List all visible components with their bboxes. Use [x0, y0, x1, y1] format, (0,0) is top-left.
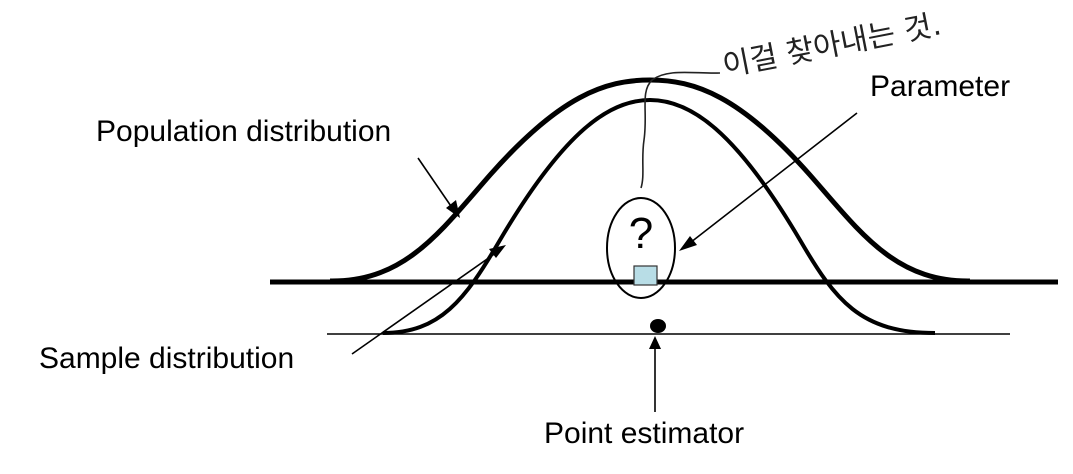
population-curve	[329, 77, 971, 284]
parameter-box	[633, 265, 658, 286]
point-estimator-dot	[650, 319, 666, 333]
unknown-parameter-mark: ?	[629, 209, 653, 258]
point-estimator-label: Point estimator	[544, 417, 745, 450]
sample-distribution-label: Sample distribution	[39, 342, 295, 375]
population-distribution-label: Population distribution	[96, 115, 392, 148]
sample-curve	[382, 97, 936, 335]
parameter-label: Parameter	[870, 70, 1011, 103]
parameter-ellipse	[606, 197, 676, 299]
population-arrow	[417, 157, 460, 218]
sample-arrow	[351, 245, 506, 355]
parameter-arrow	[679, 112, 858, 251]
point-estimator-arrow	[649, 336, 661, 412]
note-connector	[640, 71, 721, 189]
